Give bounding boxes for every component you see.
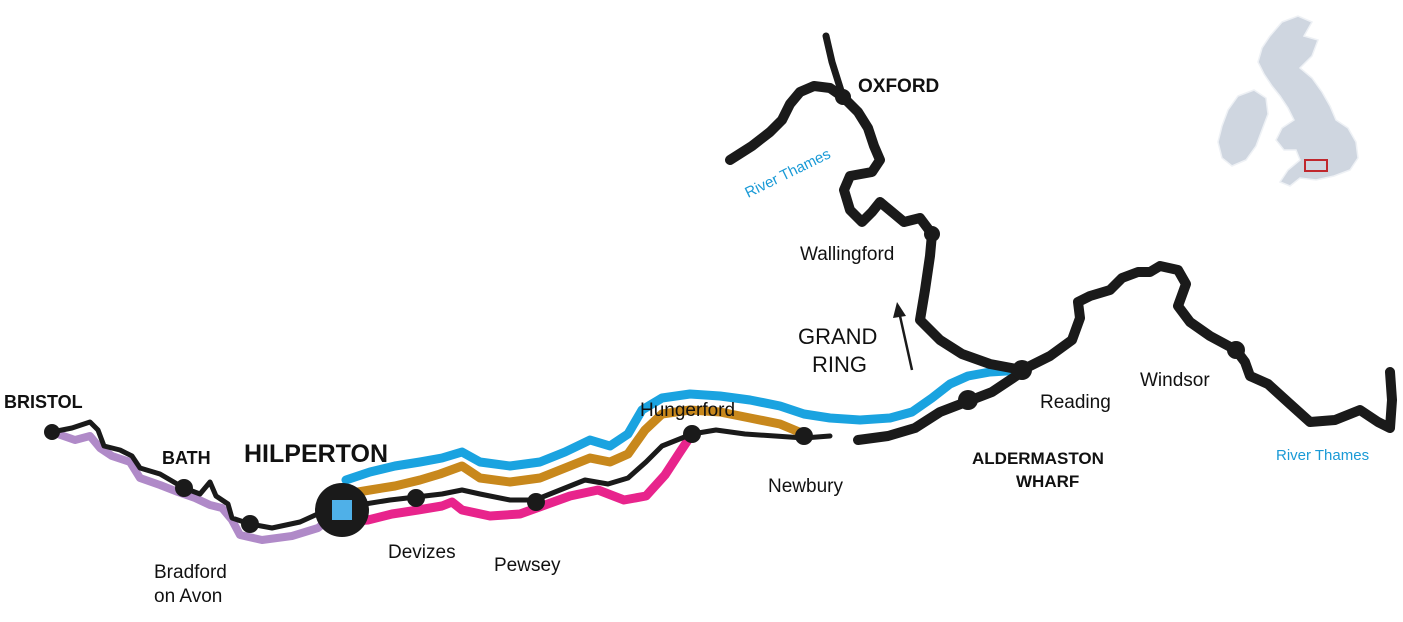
label-reading: Reading xyxy=(1040,392,1111,413)
route-pink xyxy=(340,429,697,527)
label-windsor: Windsor xyxy=(1140,370,1210,391)
marker-bradford xyxy=(241,515,259,533)
marker-pewsey xyxy=(527,493,545,511)
marker-hungerford xyxy=(683,425,701,443)
label-newbury: Newbury xyxy=(768,476,843,497)
label-grand-ring-2: RING xyxy=(812,352,867,377)
kennet-navigation xyxy=(853,367,1027,445)
locator-box xyxy=(1304,159,1328,172)
label-pewsey: Pewsey xyxy=(494,555,561,576)
marker-bath xyxy=(175,479,193,497)
label-wallingford: Wallingford xyxy=(800,244,894,265)
map-labels: OXFORD River Thames Wallingford GRAND RI… xyxy=(4,76,1369,607)
marker-newbury xyxy=(795,427,813,445)
label-bradford-2: on Avon xyxy=(154,586,222,607)
route-blue xyxy=(341,365,1027,485)
river-thames-upper xyxy=(725,81,1027,375)
label-aldermaston-2: WHARF xyxy=(1016,472,1079,491)
label-bradford-1: Bradford xyxy=(154,562,227,583)
river-thames-oxford-north xyxy=(822,32,847,101)
label-aldermaston-1: ALDERMASTON xyxy=(972,449,1104,468)
river-thames-lower xyxy=(1017,261,1397,433)
label-bristol: BRISTOL xyxy=(4,392,83,412)
base-square xyxy=(332,500,352,520)
label-river-thames-upper: River Thames xyxy=(742,146,833,202)
label-devizes: Devizes xyxy=(388,542,456,563)
label-hungerford: Hungerford xyxy=(640,400,735,421)
route-gold xyxy=(341,405,809,499)
marker-bristol xyxy=(44,424,60,440)
marker-aldermaston xyxy=(958,390,978,410)
label-grand-ring-1: GRAND xyxy=(798,324,877,349)
marker-devizes xyxy=(407,489,425,507)
place-markers xyxy=(44,89,1245,533)
marker-oxford xyxy=(835,89,851,105)
hilperton-base-icon xyxy=(315,483,369,537)
locator-ireland xyxy=(1217,89,1269,167)
uk-locator-icon xyxy=(1217,15,1359,187)
label-bath: BATH xyxy=(162,448,211,468)
marker-reading xyxy=(1012,360,1032,380)
label-hilperton: HILPERTON xyxy=(244,440,388,468)
locator-great-britain xyxy=(1257,15,1359,187)
label-oxford: OXFORD xyxy=(858,76,939,97)
marker-wallingford xyxy=(924,226,940,242)
label-river-thames-lower: River Thames xyxy=(1276,447,1369,464)
north-arrow-icon xyxy=(893,302,914,371)
marker-windsor xyxy=(1227,341,1245,359)
